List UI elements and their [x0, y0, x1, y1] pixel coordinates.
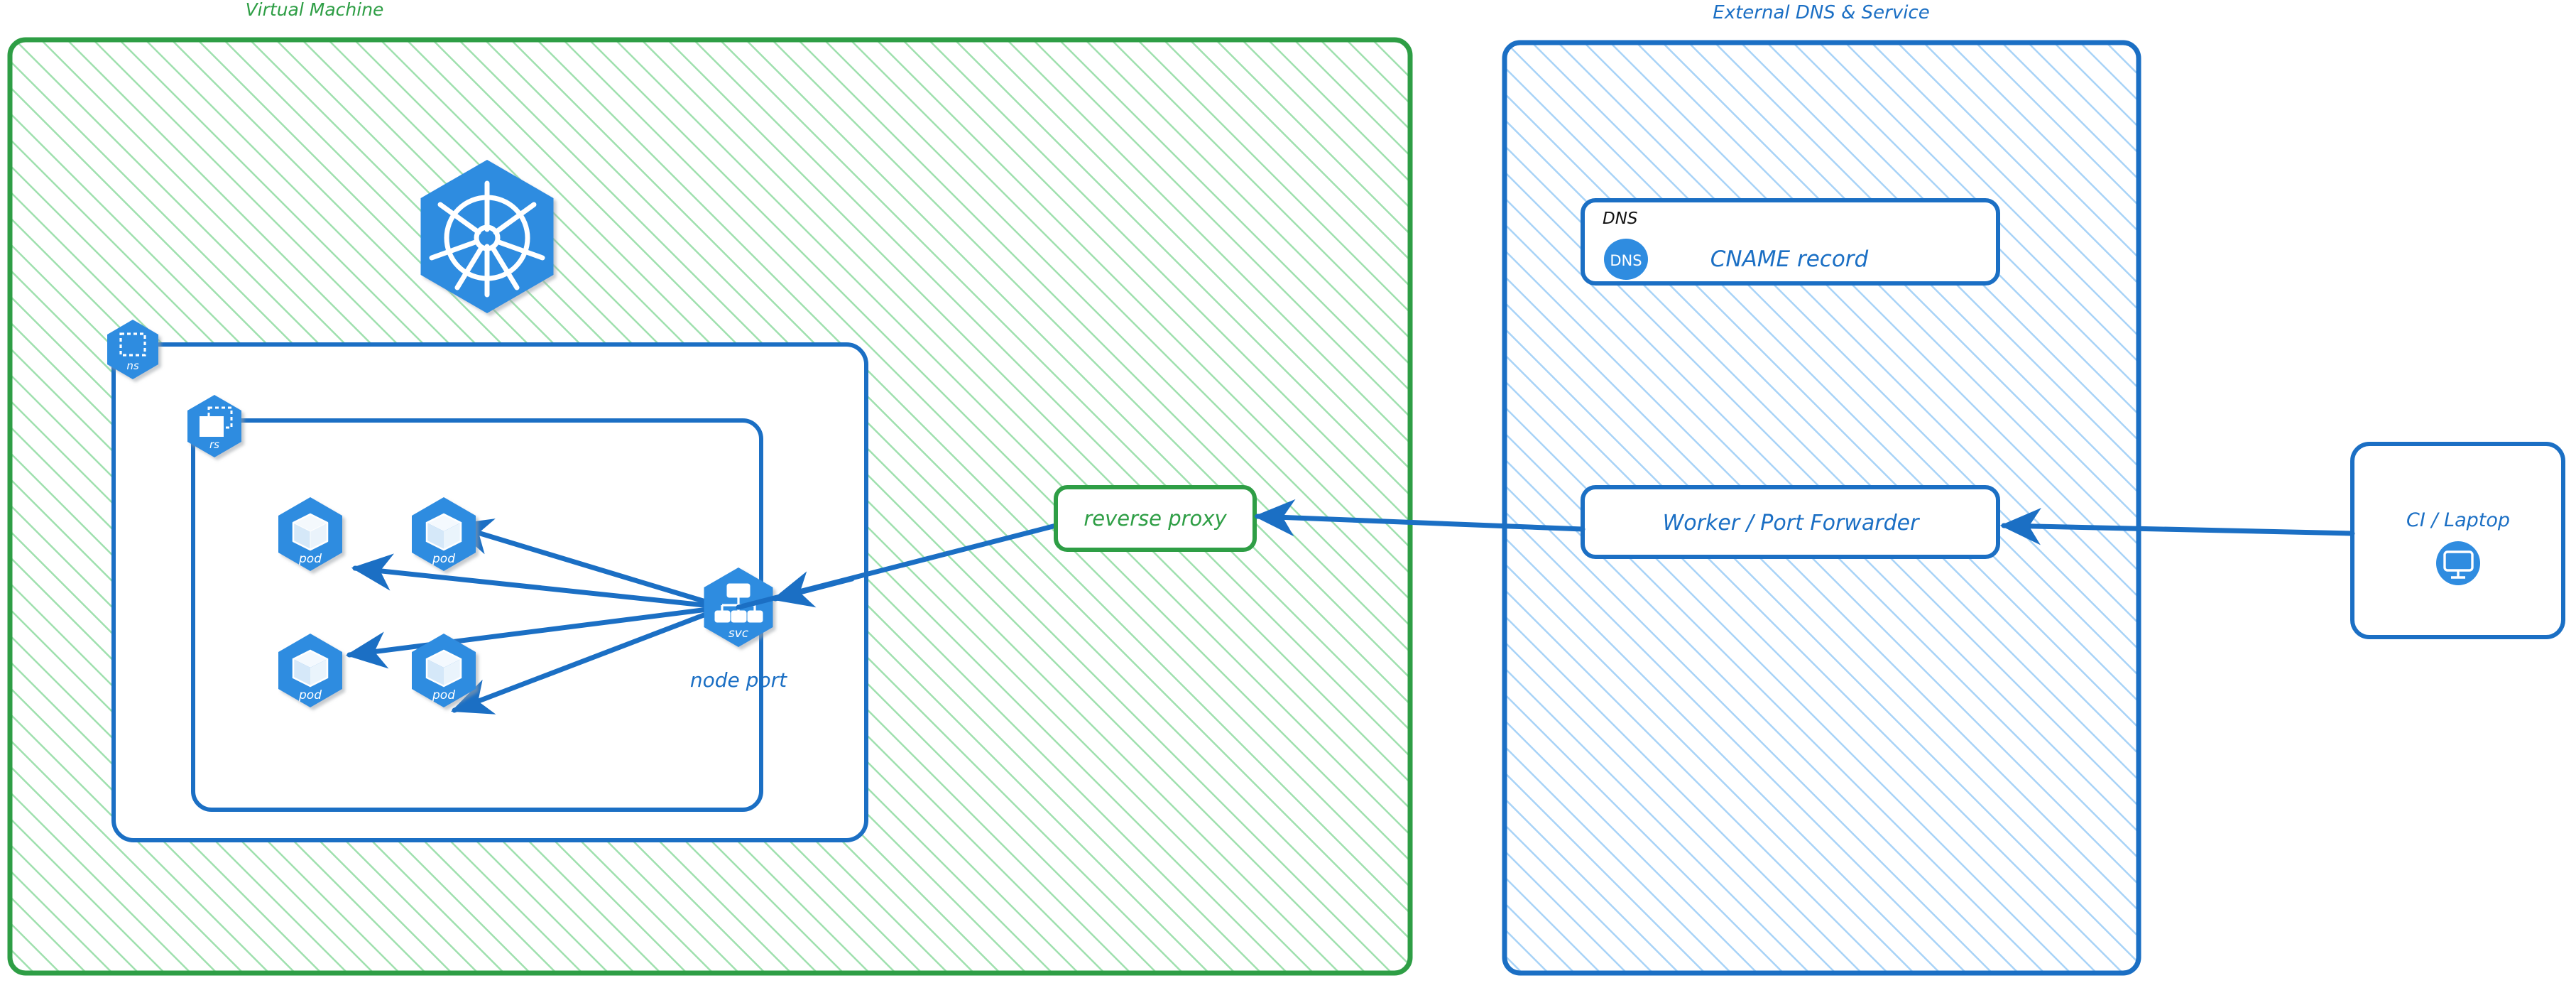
- pod-2-label: pod: [432, 552, 455, 566]
- reverse-proxy-label: reverse proxy: [1084, 506, 1227, 531]
- edge-ci-laptop-to-worker: [1999, 507, 2355, 545]
- replicaset-badge-label: rs: [209, 438, 219, 451]
- edge-svc-pod-4: [451, 604, 727, 715]
- edge-svc-pod-3: [345, 604, 727, 669]
- dns-card[interactable]: [1581, 198, 2000, 286]
- service-badge-label: svc: [728, 626, 749, 641]
- worker-port-forwarder-box[interactable]: [1581, 485, 2000, 559]
- replicaset-badge: rs: [187, 395, 241, 457]
- node-port-caption: node port: [690, 668, 787, 692]
- pod-1: pod: [278, 497, 342, 571]
- desktop-monitor-icon: [2436, 541, 2480, 585]
- cname-record-label: CNAME record: [1710, 246, 1869, 272]
- ci-laptop-box[interactable]: [2350, 442, 2565, 639]
- ci-laptop-group: CI / Laptop: [2350, 442, 2565, 639]
- vm-panel-title: Virtual Machine: [246, 0, 384, 20]
- pod-3: pod: [278, 634, 342, 707]
- svc-to-pods-edges: [345, 518, 727, 715]
- worker-port-forwarder-label: Worker / Port Forwarder: [1663, 511, 1920, 536]
- edge-svc-pod-2: [450, 518, 727, 610]
- namespace-badge: ns: [107, 320, 158, 379]
- edge-rp-svc-arrowhead: [771, 571, 855, 608]
- edge-svc-pod-1: [351, 553, 727, 610]
- pod-1-label: pod: [298, 552, 322, 566]
- dns-card-kind-label: DNS: [1603, 210, 1638, 228]
- pod-4: pod: [412, 634, 476, 707]
- external-panel-title: External DNS & Service: [1713, 2, 1929, 23]
- kubernetes-logo: [420, 160, 554, 313]
- pod-3-label: pod: [298, 688, 322, 702]
- pod-4-label: pod: [432, 688, 455, 702]
- external-panel-group: External DNS & Service DNS DNS CNAME rec…: [1502, 2, 2141, 976]
- namespace-badge-label: ns: [126, 359, 139, 372]
- vm-panel-group: Virtual Machine: [7, 0, 1413, 976]
- dns-badge-text: DNS: [1610, 252, 1642, 269]
- pod-2: pod: [412, 497, 476, 571]
- edge-worker-to-reverse-proxy: [1253, 499, 1586, 537]
- dns-badge-icon: DNS: [1604, 239, 1648, 280]
- ci-laptop-label: CI / Laptop: [2406, 509, 2510, 531]
